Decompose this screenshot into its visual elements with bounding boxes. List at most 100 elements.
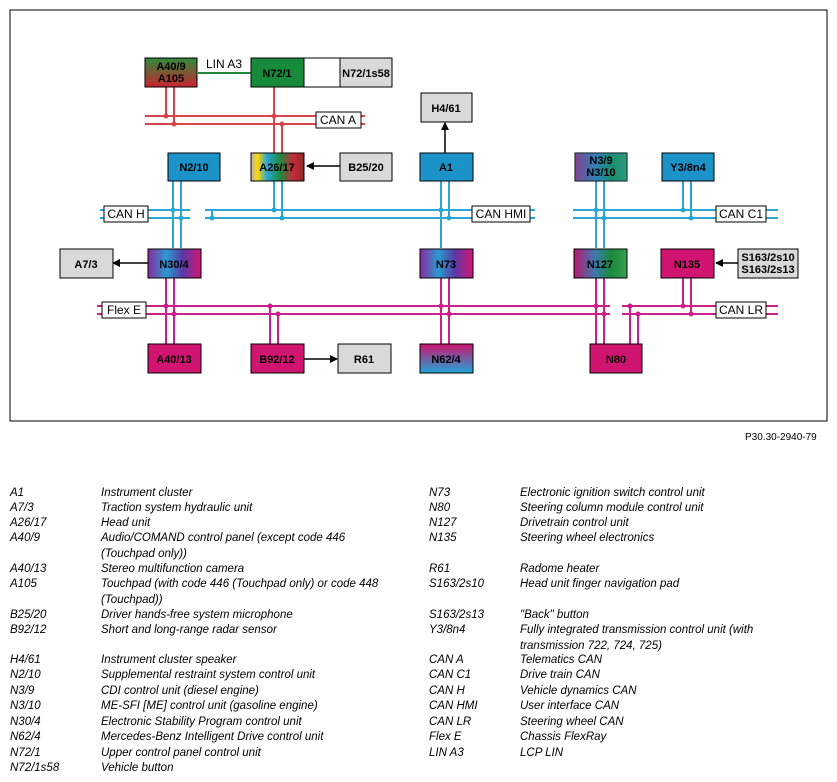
module-h4-61: H4/61 [420,92,473,123]
bus-label-can-c1: CAN C1 [715,205,767,223]
svg-text:LIN A3: LIN A3 [206,57,242,71]
legend-code: CAN HMI [429,700,478,712]
legend-code: CAN A [429,654,464,666]
module-b25-20: B25/20 [339,152,393,182]
module-n127: N127 [573,248,628,279]
legend-code: N62/4 [10,731,41,743]
legend-code: CAN LR [429,716,472,728]
svg-text:B25/20: B25/20 [348,162,383,174]
svg-text:CAN HMI: CAN HMI [476,207,527,221]
bus-label-can-lr: CAN LR [715,301,767,319]
bus-label-flex-e: Flex E [101,301,147,319]
legend-code: A105 [10,578,37,590]
svg-text:A40/13: A40/13 [156,354,191,366]
legend-code: B92/12 [10,624,47,636]
legend-description: Vehicle button [101,762,174,774]
legend-code: N3/10 [10,700,41,712]
figure-code: P30.30-2940-79 [745,432,817,443]
module-a40-13: A40/13 [147,343,202,374]
module-n72-1s58: N72/1s58 [339,57,393,88]
legend-code: H4/61 [10,654,41,666]
legend-description: Short and long-range radar sensor [101,624,277,636]
legend-description: Telematics CAN [520,654,603,666]
legend-description: Steering wheel electronics [520,532,655,544]
module-n80: N80 [589,343,643,374]
legend-description: Instrument cluster speaker [101,654,237,666]
legend-code: N73 [429,487,451,499]
legend-code: A26/17 [10,517,47,529]
module-a40-9-a105: A40/9 A105 [144,57,198,88]
svg-text:H4/61: H4/61 [431,103,460,115]
legend-code: N80 [429,502,451,514]
svg-text:N135: N135 [674,259,700,271]
svg-text:N30/4: N30/4 [159,259,189,271]
legend-description: Audio/COMAND control panel (except code … [101,532,346,560]
network-diagram: CAN A LIN A3 CAN H CAN HMI CAN C1 Flex E… [9,9,828,422]
svg-text:N3/10: N3/10 [586,167,615,179]
legend-code: A40/9 [10,532,41,544]
legend-description: Vehicle dynamics CAN [520,685,637,697]
legend-code: CAN C1 [429,669,472,681]
module-n62-4: N62/4 [419,343,474,374]
legend-code: A40/13 [10,563,47,575]
svg-text:N3/9: N3/9 [589,155,612,167]
svg-text:Y3/8n4: Y3/8n4 [670,162,706,174]
module-n2-10: N2/10 [167,152,221,182]
legend-code: R61 [429,563,451,575]
legend-code: N127 [429,517,457,529]
module-y3-8n4: Y3/8n4 [661,152,715,182]
svg-text:A1: A1 [439,162,453,174]
legend-code: LIN A3 [429,747,464,759]
svg-text:A40/9: A40/9 [156,61,185,73]
svg-text:N62/4: N62/4 [431,354,461,366]
svg-text:CAN LR: CAN LR [719,303,763,317]
legend-description: Drive train CAN [520,669,600,681]
legend-description: Driver hands-free system microphone [101,609,293,621]
svg-text:CAN H: CAN H [107,207,144,221]
legend-code: N72/1s58 [10,762,60,774]
module-n72-1: N72/1 [250,57,341,88]
svg-text:R61: R61 [354,354,374,366]
svg-text:CAN C1: CAN C1 [719,207,763,221]
legend-description: ME-SFI [ME] control unit (gasoline engin… [101,700,318,712]
module-n73: N73 [419,248,474,279]
svg-text:A7/3: A7/3 [74,259,97,271]
legend-description: Touchpad (with code 446 (Touchpad only) … [101,578,379,606]
legend-code: N30/4 [10,716,41,728]
legend-code: N3/9 [10,685,35,697]
module-a1: A1 [419,152,474,182]
legend-description: Traction system hydraulic unit [101,502,253,514]
legend-description: Supplemental restraint system control un… [101,669,316,681]
legend-description: CDI control unit (diesel engine) [101,685,259,697]
legend-code: N2/10 [10,669,41,681]
bus-label-can-hmi: CAN HMI [471,205,531,223]
svg-text:N72/1: N72/1 [262,68,291,80]
legend-description: Head unit finger navigation pad [520,578,680,590]
legend-description: Upper control panel control unit [101,747,261,759]
legend-code: A1 [10,487,25,499]
legend-code: Flex E [429,731,462,743]
legend-code: S163/2s13 [429,609,484,621]
module-r61: R61 [337,343,392,374]
svg-text:N2/10: N2/10 [179,162,208,174]
legend-description: Radome heater [520,563,600,575]
legend-code: B25/20 [10,609,47,621]
module-n3-9-n3-10: N3/9 N3/10 [574,152,628,182]
svg-text:N73: N73 [436,259,456,271]
module-s163-2s10-2s13: S163/2s10 S163/2s13 [737,248,799,279]
legend-code: A7/3 [10,502,34,514]
module-n30-4: N30/4 [147,248,202,279]
module-a7-3: A7/3 [59,248,114,279]
legend-description: Steering wheel CAN [520,716,624,728]
legend-description: "Back" button [520,609,589,621]
legend-description: LCP LIN [520,747,564,759]
legend-description: Electronic Stability Program control uni… [101,716,302,728]
svg-text:N80: N80 [606,354,626,366]
svg-text:N72/1s58: N72/1s58 [342,68,390,80]
legend-description: Instrument cluster [101,487,193,499]
module-b92-12: B92/12 [250,343,305,374]
module-a26-17: A26/17 [250,152,305,182]
legend-code: Y3/8n4 [429,624,466,636]
legend-code: N135 [429,532,457,544]
legend-description: Stereo multifunction camera [101,563,245,575]
